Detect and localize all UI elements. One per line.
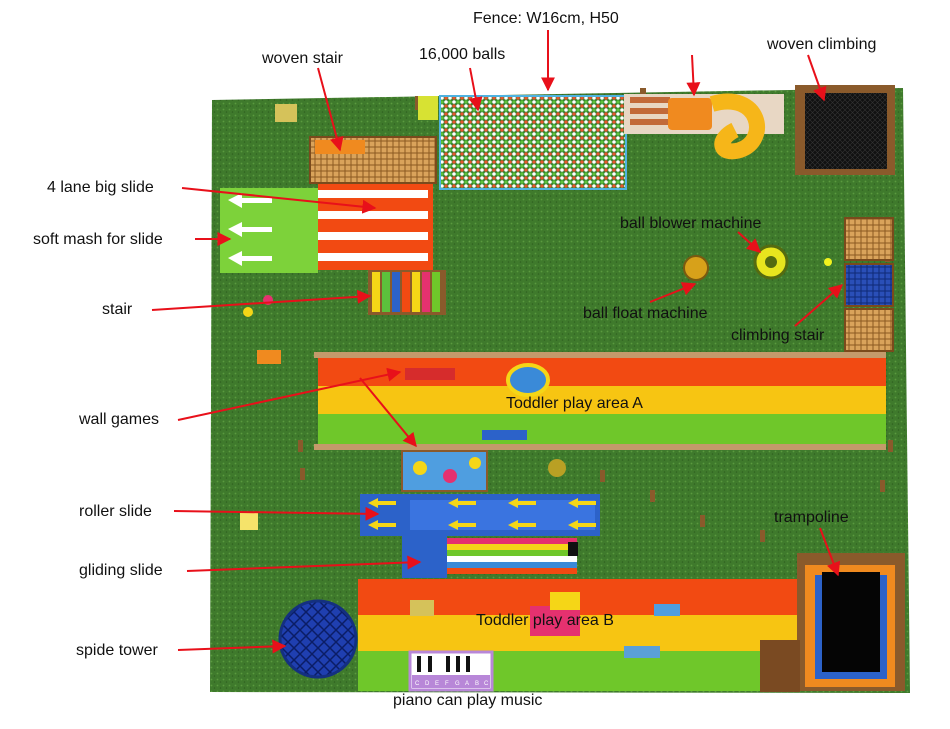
toy-car bbox=[654, 604, 680, 616]
piano-key-note: E bbox=[435, 681, 439, 687]
arrow-wall-games-2 bbox=[359, 377, 417, 448]
piano-key-note: C bbox=[484, 681, 489, 687]
piano-key-note: C bbox=[415, 681, 420, 687]
annotation-arrows bbox=[151, 30, 844, 654]
tunnel-bridge-slats bbox=[630, 97, 670, 125]
label-ball-float: ball float machine bbox=[583, 305, 708, 322]
ball-pit bbox=[439, 95, 627, 190]
arrow-gliding-slide bbox=[186, 555, 422, 572]
label-climbing-stair: climbing stair bbox=[731, 327, 825, 344]
label-soft-mash: soft mash for slide bbox=[33, 231, 163, 248]
label-wall-games: wall games bbox=[79, 411, 160, 428]
piano-key-note: G bbox=[455, 681, 460, 687]
arrow-balls bbox=[468, 67, 483, 112]
arrow-spide-tower bbox=[177, 639, 287, 654]
arrow-trampoline bbox=[819, 527, 841, 577]
arrow-ball-float bbox=[649, 282, 697, 303]
orange-tube bbox=[668, 98, 712, 130]
label-piano: piano can play music bbox=[393, 692, 543, 709]
ball-blower-center bbox=[765, 256, 777, 268]
wall-game-gear-3 bbox=[469, 457, 481, 469]
blue-bench bbox=[482, 430, 527, 440]
soft-mat-arrows bbox=[228, 193, 272, 266]
toy-chair bbox=[240, 512, 258, 530]
arrow-wall-games-1 bbox=[177, 367, 402, 421]
toy-rocker-top bbox=[275, 104, 297, 122]
climbing-stair-top bbox=[844, 217, 894, 261]
four-lane-slide bbox=[318, 184, 433, 270]
wall-game-gear-1 bbox=[413, 461, 427, 475]
label-stair: stair bbox=[102, 301, 133, 318]
woven-climbing-net bbox=[805, 93, 887, 169]
label-spide-tower: spide tower bbox=[76, 642, 158, 659]
arrow-big-slide bbox=[181, 187, 377, 214]
arrow-climbing-stair bbox=[794, 284, 844, 327]
piano-key-note: A bbox=[465, 681, 469, 687]
spider-tower bbox=[278, 599, 358, 679]
climbing-stair-bottom bbox=[844, 308, 894, 352]
label-ball-blower: ball blower machine bbox=[620, 215, 762, 232]
spiral-tube-slide bbox=[709, 93, 765, 160]
arrow-ball-blower bbox=[737, 231, 762, 253]
arrow-stair bbox=[151, 289, 372, 311]
piano-key-notes: C D E F G A B C bbox=[415, 681, 489, 687]
piano-key-note: B bbox=[475, 681, 479, 687]
arrow-woven-climbing bbox=[807, 54, 827, 102]
climbing-stair-middle bbox=[844, 263, 894, 307]
toy-rocker-b bbox=[410, 600, 434, 616]
wall-game-panel-1 bbox=[405, 368, 455, 380]
toy-block-table bbox=[530, 606, 580, 636]
arrow-tunnel bbox=[686, 54, 701, 97]
toy-rocker-left bbox=[257, 350, 281, 364]
loose-ball bbox=[824, 258, 832, 266]
rocking-drum bbox=[506, 363, 550, 397]
label-trampoline: trampoline bbox=[774, 509, 849, 526]
toy-ball-1 bbox=[243, 307, 253, 317]
label-gliding-slide: gliding slide bbox=[79, 562, 163, 579]
label-woven-stair: woven stair bbox=[262, 50, 343, 67]
roller-slide bbox=[360, 494, 600, 536]
wall-game-gear-2 bbox=[443, 469, 457, 483]
ball-float-machine bbox=[683, 255, 709, 281]
toy-block-top bbox=[550, 592, 580, 610]
label-toddler-area-a: Toddler play area A bbox=[506, 395, 643, 412]
colorful-stair bbox=[368, 270, 446, 315]
gliding-slide bbox=[402, 536, 578, 578]
piano-key-note: D bbox=[425, 681, 430, 687]
piano-key-note: F bbox=[445, 681, 449, 687]
toy-fish bbox=[624, 646, 660, 658]
label-woven-climbing: woven climbing bbox=[767, 36, 877, 53]
piano-mat bbox=[408, 650, 494, 692]
arrow-roller-slide bbox=[173, 506, 380, 521]
label-roller-slide: roller slide bbox=[79, 503, 152, 520]
label-balls: 16,000 balls bbox=[419, 46, 506, 63]
label-fence: Fence: W16cm, H50 bbox=[473, 10, 619, 27]
label-toddler-area-b: Toddler play area B bbox=[476, 612, 614, 629]
trampoline bbox=[760, 553, 905, 692]
ball-pit-entrance bbox=[418, 96, 438, 120]
sunflower-decoration bbox=[548, 459, 566, 477]
arrow-woven-stair bbox=[317, 67, 344, 152]
label-big-slide: 4 lane big slide bbox=[47, 179, 154, 196]
